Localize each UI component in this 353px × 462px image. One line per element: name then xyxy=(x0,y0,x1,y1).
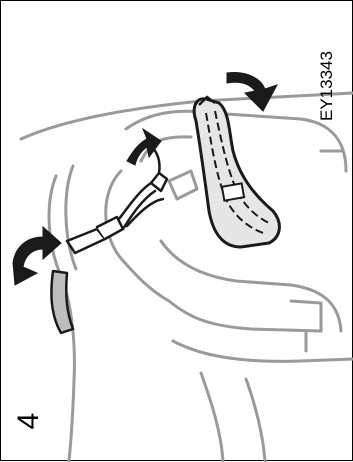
seat-frame-outline xyxy=(21,93,353,461)
curved-arrow-icon xyxy=(227,73,277,111)
curved-arrow-icon xyxy=(127,129,161,165)
step-number: 4 xyxy=(7,405,51,437)
figure-code: EY13343 xyxy=(317,1,339,121)
seatback-cover xyxy=(194,97,279,247)
